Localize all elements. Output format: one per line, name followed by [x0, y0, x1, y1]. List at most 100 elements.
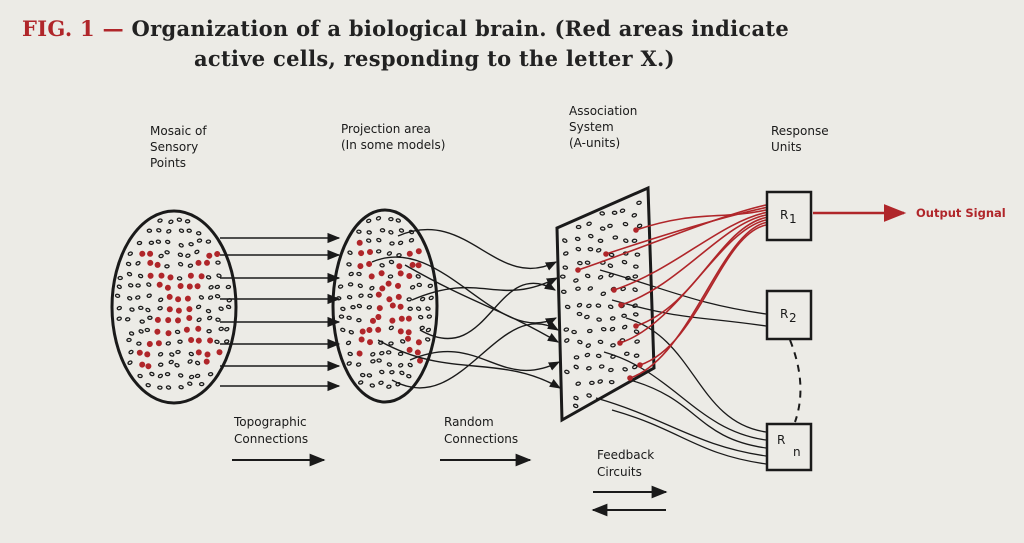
inactive-cell: [136, 341, 142, 346]
inactive-cell: [174, 329, 181, 335]
svg-text:(In some models): (In some models): [341, 138, 445, 152]
active-cell: [186, 283, 193, 290]
active-cell: [368, 273, 375, 280]
inactive-cell: [135, 283, 141, 288]
inactive-cell: [145, 307, 151, 313]
inactive-cell: [168, 359, 174, 365]
active-cell: [165, 330, 172, 337]
active-cell: [394, 282, 401, 289]
inactive-cell: [164, 239, 171, 245]
inactive-cell: [346, 295, 353, 300]
inactive-cell: [367, 293, 373, 298]
inactive-cell: [164, 250, 170, 255]
inactive-cell: [397, 351, 404, 357]
svg-text:Connections: Connections: [234, 432, 308, 446]
inactive-cell: [398, 363, 404, 368]
active-cell: [406, 250, 413, 257]
active-cell: [415, 248, 422, 255]
inactive-cell: [127, 296, 133, 301]
inactive-cell: [125, 261, 132, 267]
svg-text:R: R: [777, 433, 785, 447]
inactive-cell: [205, 308, 212, 314]
svg-text:1: 1: [789, 212, 797, 226]
association-cell: [610, 343, 616, 348]
response-connection: [611, 299, 767, 327]
association-cell: [631, 238, 638, 243]
response-connection: [611, 409, 767, 465]
active-cell: [216, 349, 223, 356]
active-cell: [414, 349, 421, 356]
active-cell: [358, 250, 365, 257]
inactive-cell: [347, 250, 353, 255]
random-connection-lines: [371, 229, 561, 389]
active-cell: [194, 283, 201, 290]
inactive-cell: [357, 283, 363, 289]
inactive-cell: [358, 380, 364, 385]
active-cell: [145, 363, 152, 370]
label-response-units: Response Units: [771, 124, 829, 154]
inactive-cell: [157, 362, 164, 367]
inactive-cell: [407, 306, 413, 311]
svg-text:Association: Association: [569, 104, 637, 118]
caption-dash: —: [102, 16, 124, 41]
random-connection: [377, 339, 561, 389]
inactive-cell: [146, 282, 152, 287]
inactive-cell: [419, 296, 426, 302]
association-cell: [575, 224, 582, 230]
inactive-cell: [225, 304, 232, 310]
inactive-cell: [144, 327, 151, 333]
active-cell: [139, 250, 146, 257]
inactive-cell: [157, 373, 164, 379]
label-sensory-points: Mosaic of Sensory Points: [150, 124, 207, 170]
association-cell: [599, 211, 606, 216]
association-cell: [599, 226, 606, 231]
active-cell: [369, 317, 376, 324]
active-response-connection: [619, 219, 767, 344]
active-cell: [177, 282, 184, 289]
active-cell: [147, 272, 154, 279]
active-cell: [166, 306, 173, 313]
active-cell: [146, 340, 153, 347]
inactive-cell: [198, 381, 205, 387]
svg-text:Mosaic of: Mosaic of: [150, 124, 207, 138]
inactive-cell: [379, 350, 385, 356]
association-cell: [607, 223, 613, 229]
active-cell: [167, 274, 174, 281]
association-cell: [633, 264, 639, 269]
response-connection: [629, 379, 767, 449]
active-cell: [147, 250, 154, 257]
inactive-cell: [366, 218, 372, 224]
caption-line-1: Organization of a biological brain. (Red…: [131, 16, 790, 41]
association-cell: [573, 364, 579, 370]
inactive-cell: [175, 349, 181, 355]
active-cell: [154, 261, 161, 268]
inactive-cell: [370, 359, 376, 364]
association-cell: [576, 302, 583, 308]
association-cell: [562, 238, 568, 243]
association-cell: [636, 200, 642, 206]
inactive-cell: [205, 239, 212, 244]
inactive-cell: [187, 359, 193, 364]
inactive-cell: [184, 219, 191, 224]
active-cell: [166, 293, 173, 300]
inactive-response-connections: [595, 269, 767, 465]
response-connection: [625, 317, 767, 433]
output-signal-label: Output Signal: [916, 206, 1006, 220]
inactive-cell: [389, 370, 395, 375]
active-cell: [397, 328, 404, 335]
inactive-cell: [116, 305, 122, 311]
svg-text:System: System: [569, 120, 614, 134]
inactive-cell: [176, 276, 183, 281]
inactive-cell: [116, 284, 122, 290]
inactive-cell: [208, 285, 214, 290]
inactive-cell: [196, 317, 202, 323]
inactive-cell: [355, 362, 362, 367]
association-cell: [576, 311, 583, 317]
active-cell: [175, 296, 182, 303]
inactive-cell: [135, 295, 141, 300]
inactive-cell: [375, 249, 382, 254]
inactive-cell: [340, 327, 346, 333]
inactive-cell: [177, 339, 183, 344]
projection-area: [331, 208, 439, 404]
inactive-cell: [127, 360, 133, 366]
